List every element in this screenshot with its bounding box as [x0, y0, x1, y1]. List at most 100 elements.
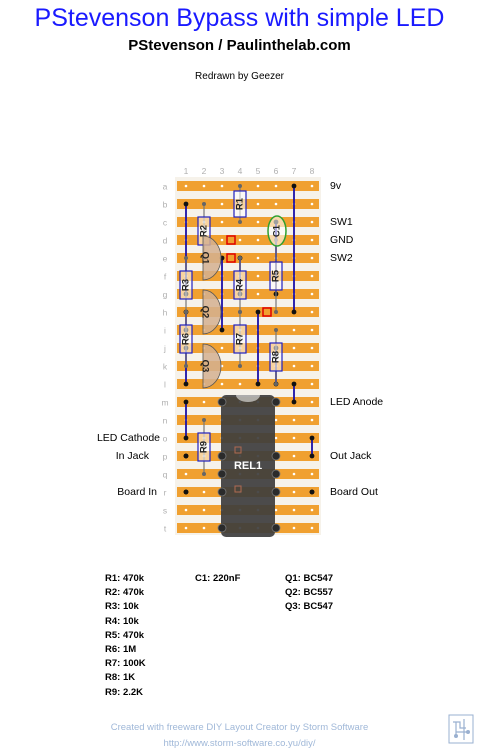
resistor-pad: [184, 310, 188, 314]
relay-body: [221, 395, 275, 537]
hole: [274, 202, 278, 206]
parts-list-resistors: R1: 470k R2: 470k R3: 10k R4: 10k R5: 47…: [105, 572, 146, 700]
hole: [220, 238, 224, 242]
row-label-f: f: [164, 272, 167, 282]
resistor-pad: [184, 256, 188, 260]
label-in-jack: In Jack: [115, 450, 149, 462]
resistor-pad: [184, 364, 188, 368]
resistor-body-R9: [197, 432, 211, 462]
copper-strip-c: [177, 217, 319, 227]
label-9v: 9v: [330, 180, 342, 192]
part-r8: R8: 1K: [105, 672, 136, 684]
hole: [292, 490, 296, 494]
wire-end: [255, 381, 261, 387]
relay-pad: [234, 485, 242, 493]
footer-credit: Created with freeware DIY Layout Creator…: [110, 722, 369, 733]
capacitor-label-C1: C1: [272, 224, 283, 237]
hole: [310, 364, 314, 368]
hole: [310, 328, 314, 332]
row-label-h: h: [163, 308, 168, 318]
resistor-pad: [202, 418, 206, 422]
resistor-body-R1: [233, 190, 247, 218]
parts-list-capacitors: C1: 220nF: [195, 572, 240, 586]
resistor-pad: [202, 202, 206, 206]
relay-pin: [217, 397, 227, 407]
hole: [256, 238, 260, 242]
resistor-pad: [238, 220, 242, 224]
copper-strip-e: [177, 253, 319, 263]
copper-strip-b: [177, 199, 319, 209]
row-label-n: n: [163, 416, 168, 426]
relay-pin: [271, 397, 281, 407]
hole: [292, 526, 296, 530]
copper-strip-i: [177, 325, 319, 335]
resistor-pad: [238, 364, 242, 368]
hole: [310, 310, 314, 314]
relay-pin: [217, 469, 227, 479]
relay-rel1[interactable]: REL1: [217, 395, 281, 537]
relay-pin: [217, 451, 227, 461]
row-label-d: d: [163, 236, 168, 246]
row-label-c: c: [163, 218, 168, 228]
wire-end: [183, 381, 189, 387]
hole: [292, 508, 296, 512]
hole: [220, 202, 224, 206]
relay-label: REL1: [234, 460, 262, 472]
transistor-body-Q1: [202, 235, 222, 281]
hole: [292, 418, 296, 422]
hole: [220, 382, 224, 386]
copper-strip-k: [177, 361, 319, 371]
hole: [220, 346, 224, 350]
part-r5: R5: 470k: [105, 629, 145, 641]
hole: [220, 220, 224, 224]
row-label-b: b: [163, 200, 168, 210]
label-out-jack: Out Jack: [330, 450, 372, 462]
resistor-body-R6: [179, 324, 193, 354]
copper-strip-f: [177, 271, 319, 281]
wire-end: [291, 399, 297, 405]
row-label-m: m: [161, 398, 168, 408]
hole: [202, 508, 206, 512]
relay-pin: [217, 487, 227, 497]
hole: [220, 184, 224, 188]
part-r4: R4: 10k: [105, 615, 139, 627]
hole: [310, 238, 314, 242]
track-cut: [226, 253, 236, 263]
transistor-body-Q3: [202, 343, 222, 389]
wire-end: [183, 489, 189, 495]
hole: [256, 274, 260, 278]
hole: [292, 346, 296, 350]
copper-strip-d: [177, 235, 319, 245]
wire-end: [291, 183, 297, 189]
resistor-body-R5: [269, 261, 283, 291]
column-label-5: 5: [256, 166, 261, 176]
footer-url[interactable]: http://www.storm-software.co.yu/diy/: [163, 738, 316, 749]
row-label-o: o: [163, 434, 168, 444]
parts-list-transistors: Q1: BC547 Q2: BC557 Q3: BC547: [285, 572, 333, 615]
transistor-label-Q3: Q3: [199, 360, 210, 373]
hole: [292, 472, 296, 476]
relay-notch: [236, 395, 260, 402]
hole: [202, 400, 206, 404]
hole: [184, 184, 188, 188]
credit-text: Redrawn by Geezer: [195, 71, 284, 82]
hole: [292, 364, 296, 368]
part-q2: Q2: BC557: [285, 587, 334, 599]
hole: [274, 436, 278, 440]
hole: [256, 256, 260, 260]
hole: [310, 220, 314, 224]
copper-strip-h: [177, 307, 319, 317]
hole: [256, 220, 260, 224]
copper-strip-l: [177, 379, 319, 389]
part-r7: R7: 100K: [105, 658, 146, 670]
hole: [274, 184, 278, 188]
track-cut: [262, 307, 272, 317]
copper-strip-a: [177, 181, 319, 191]
label-led-anode: LED Anode: [330, 396, 384, 408]
resistor-pad: [238, 310, 242, 314]
wire-end: [183, 399, 189, 405]
copper-strip-g: [177, 289, 319, 299]
row-label-j: j: [163, 344, 166, 354]
